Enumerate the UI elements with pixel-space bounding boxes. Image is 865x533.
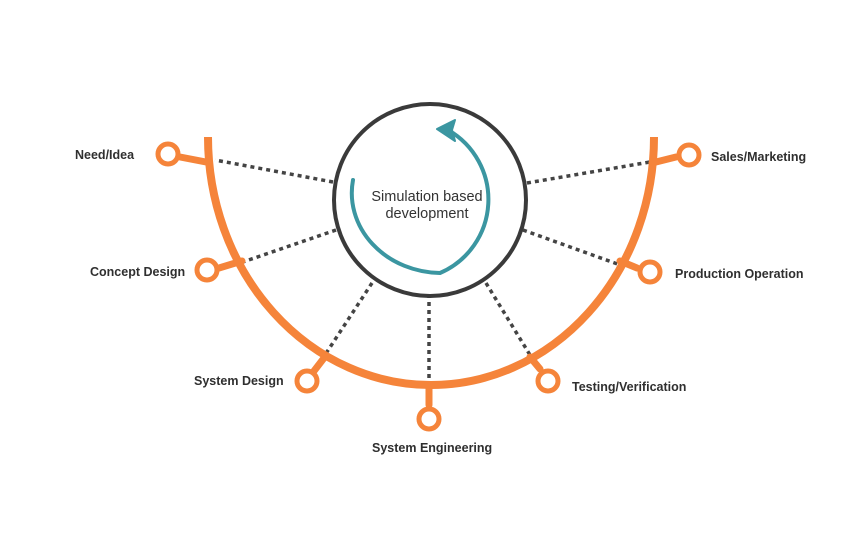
connector-sales-marketing [526, 160, 651, 185]
nodes [155, 141, 702, 432]
connector-need-idea [214, 158, 334, 184]
center-title-line1: Simulation based [371, 189, 482, 205]
node-system-design [294, 368, 320, 394]
connector-testing-verification [484, 282, 532, 356]
connector-concept-design [236, 228, 337, 266]
stem-need-idea [176, 153, 210, 166]
node-production-operation [637, 259, 663, 285]
label-sales-marketing: Sales/Marketing [711, 150, 806, 164]
label-concept-design: Concept Design [90, 265, 185, 279]
stem-production-operation [616, 257, 641, 272]
connector-system-design [321, 282, 374, 359]
node-system-engineering [416, 406, 442, 432]
node-stems [176, 153, 680, 409]
center-ring [332, 102, 528, 298]
connector-production-operation [522, 228, 624, 268]
cycle-arrow-icon [349, 119, 491, 276]
label-production-operation: Production Operation [675, 267, 803, 281]
label-system-engineering: System Engineering [372, 441, 492, 455]
label-system-design: System Design [194, 374, 284, 388]
stem-sales-marketing [648, 153, 680, 167]
node-sales-marketing [676, 142, 702, 168]
stem-system-design [310, 354, 328, 375]
node-testing-verification [535, 368, 561, 394]
stem-concept-design [215, 257, 246, 272]
label-need-idea: Need/Idea [75, 148, 135, 162]
node-need-idea [155, 141, 181, 167]
cycle-arrow-head [436, 119, 456, 142]
stem-testing-verification [526, 353, 544, 373]
connectors [214, 158, 651, 386]
cycle-arrow-stroke [349, 128, 491, 276]
label-testing-verification: Testing/Verification [572, 380, 686, 394]
node-concept-design [194, 257, 220, 283]
center-title-line2: development [385, 206, 468, 222]
